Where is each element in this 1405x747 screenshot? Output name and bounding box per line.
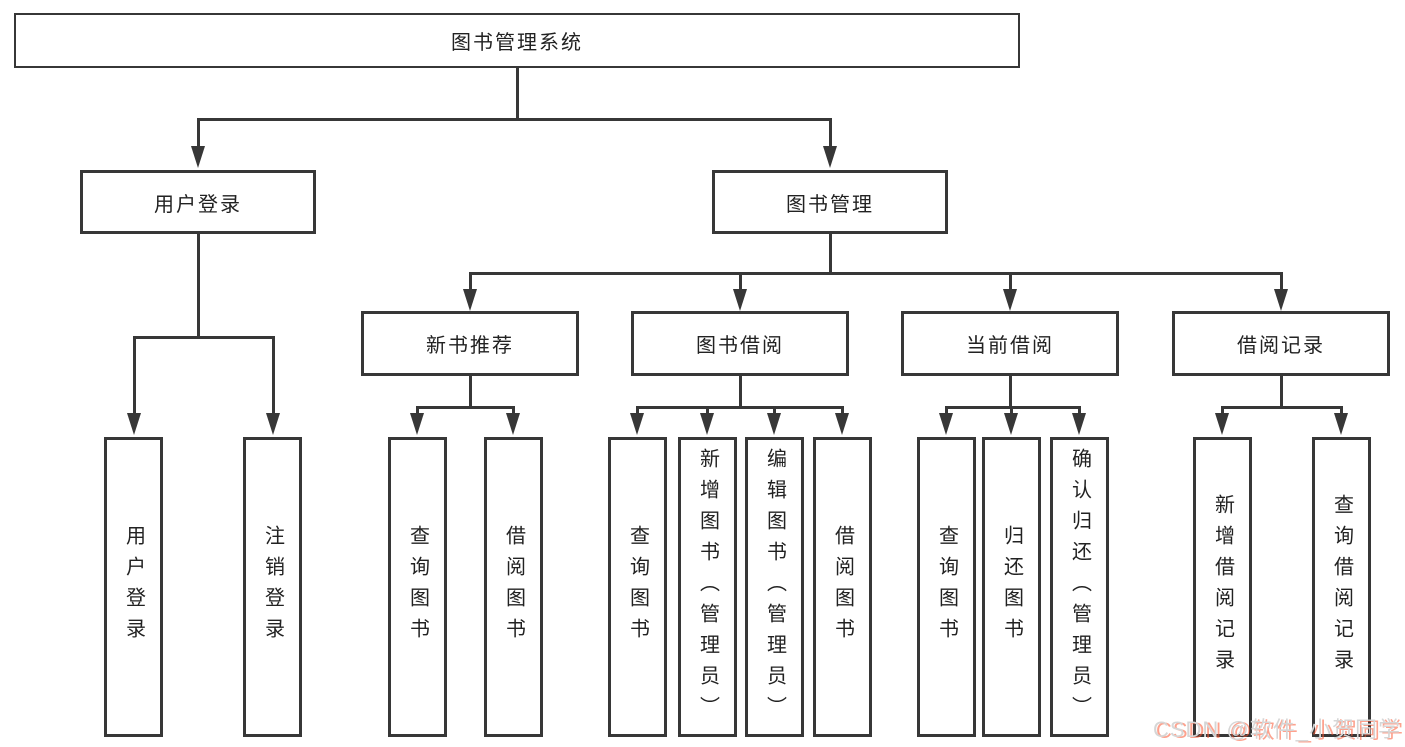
connector-leaf-shaft (1340, 406, 1343, 415)
leaf-label: 编辑图书（管理员） (763, 447, 786, 727)
connector-leaf-shaft (945, 406, 948, 415)
leaf-label: 归还图书 (1000, 525, 1023, 649)
arrow-down-icon (1215, 413, 1229, 435)
arrow-down-icon (1003, 289, 1017, 311)
connector-root-stem (516, 68, 519, 120)
connector-book-mgmt-crossbar (470, 272, 1283, 275)
leaf-query-borrow-record: 查询借阅记录 (1312, 437, 1371, 737)
leaf-borrow-books-recommend: 借阅图书 (484, 437, 543, 737)
connector-l3-stem (1009, 376, 1012, 409)
arrow-down-icon (463, 289, 477, 311)
leaf-query-books-recommend: 查询图书 (388, 437, 447, 737)
connector-leaf-shaft (133, 336, 136, 415)
arrow-down-icon (266, 413, 280, 435)
leaf-add-book-admin: 新增图书（管理员） (678, 437, 737, 737)
connector-l3-stem (469, 376, 472, 409)
node-label: 借阅记录 (1237, 335, 1325, 357)
leaf-label: 确认归还（管理员） (1068, 447, 1091, 727)
leaf-label: 查询图书 (935, 525, 958, 649)
connector-leaf-shaft (773, 406, 776, 415)
connector-group-crossbar (1222, 406, 1343, 409)
watermark: CSDN @软件_小贺同学 (1152, 717, 1401, 742)
node-label: 图书管理 (786, 193, 874, 216)
connector-leaf-shaft (416, 406, 419, 415)
node-label: 图书管理系统 (451, 32, 583, 54)
arrow-down-icon (506, 413, 520, 435)
connector-l3-shaft (1280, 272, 1283, 293)
leaf-return-book: 归还图书 (982, 437, 1041, 737)
leaf-label: 注销登录 (261, 525, 284, 649)
connector-root-crossbar (197, 118, 832, 121)
node-label: 图书借阅 (696, 335, 784, 357)
leaf-label: 查询图书 (626, 525, 649, 649)
arrow-down-icon (127, 413, 141, 435)
connector-leaf-shaft (636, 406, 639, 415)
connector-user-login-stem (197, 234, 200, 339)
leaf-label: 查询图书 (406, 525, 429, 649)
arrow-down-icon (630, 413, 644, 435)
connector-group-crossbar (417, 406, 515, 409)
arrow-down-icon (1334, 413, 1348, 435)
connector-book-mgmt-stem (829, 234, 832, 275)
leaf-add-borrow-record: 新增借阅记录 (1193, 437, 1252, 737)
arrow-down-icon (939, 413, 953, 435)
connector-l3-shaft (469, 272, 472, 293)
node-current-borrowing: 当前借阅 (901, 311, 1119, 376)
arrow-down-icon (700, 413, 714, 435)
connector-leaf-shaft (512, 406, 515, 415)
node-book-management: 图书管理 (712, 170, 948, 234)
node-label: 新书推荐 (426, 335, 514, 357)
connector-leaf-shaft (1078, 406, 1081, 415)
connector-user-login-crossbar (134, 336, 275, 339)
connector-l3-stem (739, 376, 742, 409)
node-book-borrowing: 图书借阅 (631, 311, 849, 376)
leaf-label: 查询借阅记录 (1330, 494, 1353, 680)
leaf-user-login: 用户登录 (104, 437, 163, 737)
connector-l3-shaft (739, 272, 742, 293)
connector-group-crossbar (637, 406, 844, 409)
leaf-label: 用户登录 (122, 525, 145, 649)
connector-leaf-shaft (1221, 406, 1224, 415)
node-label: 当前借阅 (966, 335, 1054, 357)
node-library-management-system: 图书管理系统 (14, 13, 1020, 68)
arrow-down-icon (410, 413, 424, 435)
node-label: 用户登录 (154, 193, 242, 216)
connector-group-crossbar (946, 406, 1081, 409)
connector-leaf-shaft (841, 406, 844, 415)
connector-user-login-shaft (197, 118, 200, 150)
leaf-query-books-borrowing: 查询图书 (608, 437, 667, 737)
arrow-down-icon (767, 413, 781, 435)
node-user-login: 用户登录 (80, 170, 316, 234)
leaf-query-books-current: 查询图书 (917, 437, 976, 737)
leaf-label: 新增图书（管理员） (696, 447, 719, 727)
connector-leaf-shaft (706, 406, 709, 415)
connector-l3-stem (1280, 376, 1283, 409)
node-borrowing-records: 借阅记录 (1172, 311, 1390, 376)
leaf-label: 新增借阅记录 (1211, 494, 1234, 680)
arrow-down-icon (733, 289, 747, 311)
arrow-down-icon (1004, 413, 1018, 435)
node-new-book-recommend: 新书推荐 (361, 311, 579, 376)
leaf-borrow-books-borrowing: 借阅图书 (813, 437, 872, 737)
arrow-down-icon (1274, 289, 1288, 311)
leaf-label: 借阅图书 (831, 525, 854, 649)
leaf-confirm-return-admin: 确认归还（管理员） (1050, 437, 1109, 737)
arrow-down-icon (823, 146, 837, 168)
connector-l3-shaft (1009, 272, 1012, 293)
connector-book-mgmt-shaft (829, 118, 832, 150)
arrow-down-icon (191, 146, 205, 168)
arrow-down-icon (1072, 413, 1086, 435)
arrow-down-icon (835, 413, 849, 435)
leaf-logout: 注销登录 (243, 437, 302, 737)
connector-leaf-shaft (1010, 406, 1013, 415)
leaf-edit-book-admin: 编辑图书（管理员） (745, 437, 804, 737)
connector-leaf-shaft (272, 336, 275, 415)
leaf-label: 借阅图书 (502, 525, 525, 649)
